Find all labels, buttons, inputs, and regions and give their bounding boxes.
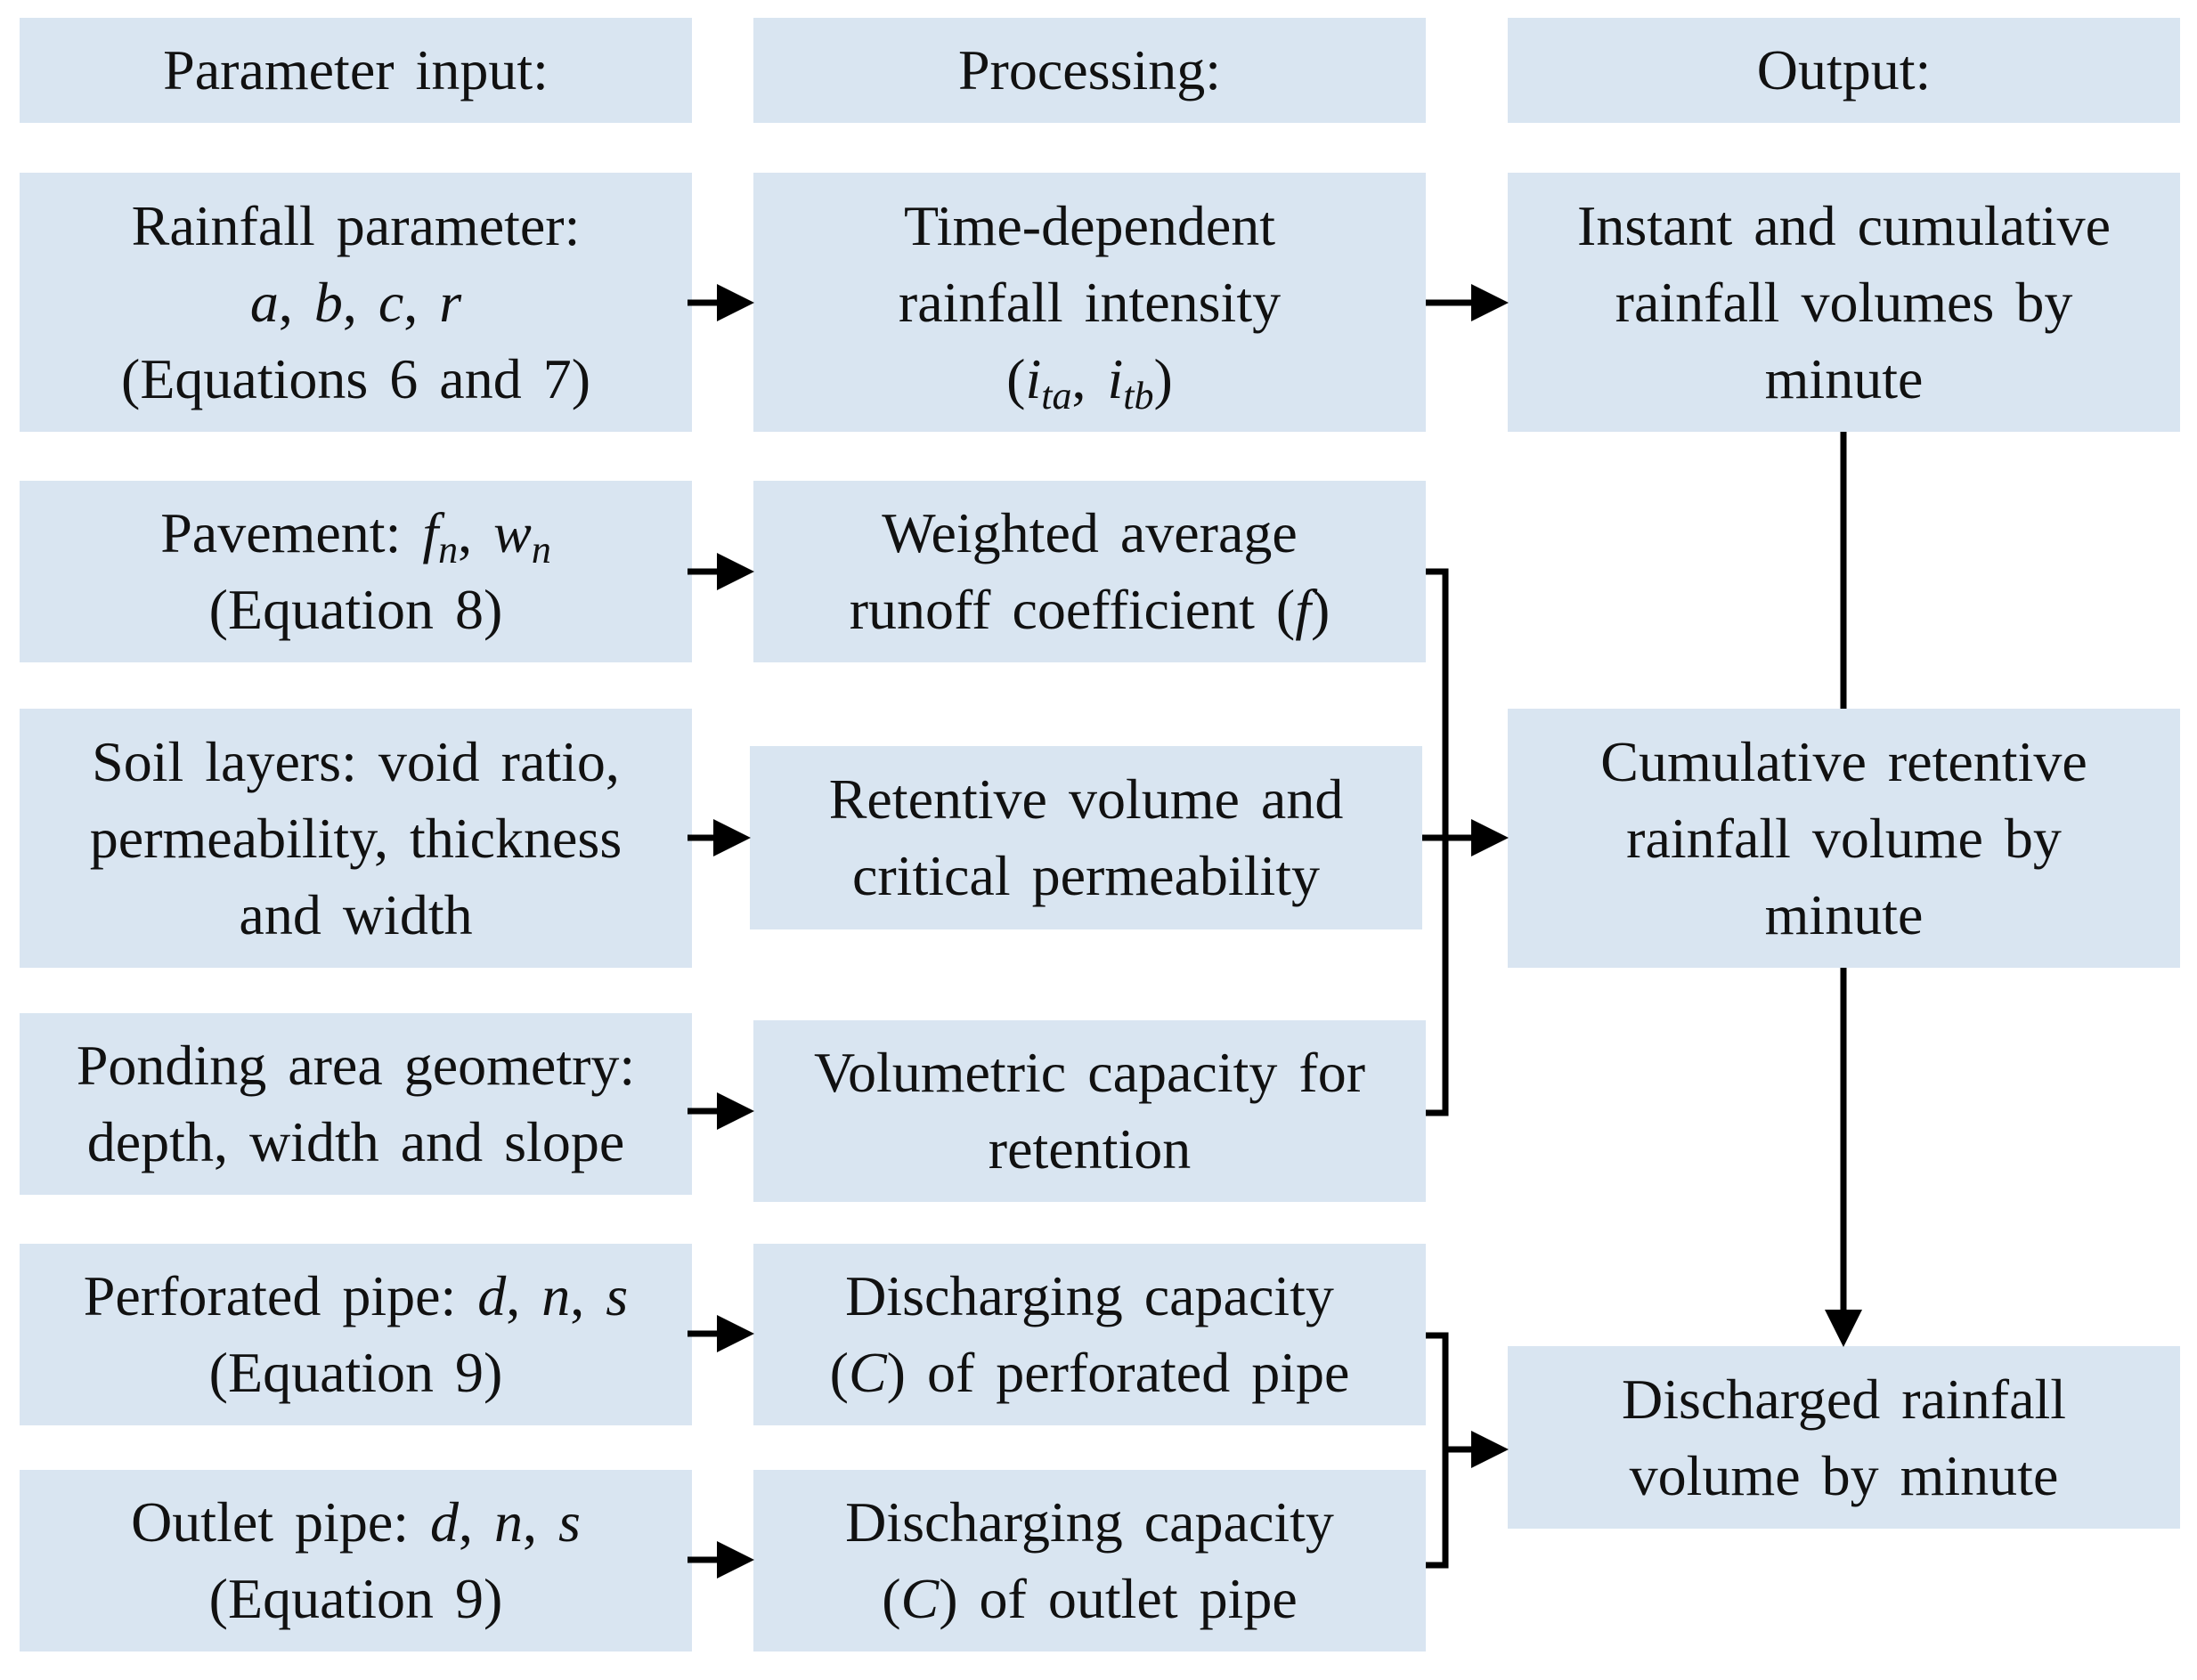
discharge-outlet-rest: of outlet pipe bbox=[979, 1567, 1298, 1630]
symbol-w: w bbox=[493, 501, 532, 564]
cumulative-line2: rainfall volume by bbox=[1626, 806, 2062, 870]
instant-line3: minute bbox=[1764, 346, 1924, 410]
runoff-line2-text: runoff coefficient ( bbox=[849, 578, 1296, 641]
param-n: n bbox=[541, 1264, 571, 1327]
rainfall-intensity-line2: rainfall intensity bbox=[898, 270, 1282, 334]
param-n: n bbox=[494, 1490, 524, 1554]
soil-layers-line3: and width bbox=[239, 882, 473, 946]
runoff-close-paren: ) bbox=[1311, 578, 1330, 641]
ponding-line2: depth, width and slope bbox=[86, 1110, 625, 1173]
retentive-line2: critical permeability bbox=[851, 844, 1321, 907]
param-s: s bbox=[558, 1490, 581, 1554]
output-instant-cumulative: Instant and cumulative rainfall volumes … bbox=[1508, 173, 2180, 432]
input-pavement: Pavement: fn, wn (Equation 8) bbox=[20, 481, 692, 662]
process-discharge-outlet: Discharging capacity (C) of outlet pipe bbox=[753, 1470, 1426, 1652]
rainfall-parameter-equations: (Equations 6 and 7) bbox=[121, 346, 590, 410]
param-b: b bbox=[313, 270, 343, 334]
param-d: d bbox=[430, 1490, 460, 1554]
cumulative-line3: minute bbox=[1764, 882, 1924, 946]
symbol-f: f bbox=[422, 501, 439, 564]
rainfall-intensity-line1: Time-dependent bbox=[903, 193, 1276, 257]
input-rainfall-parameter: Rainfall parameter: a, b, c, r (Equation… bbox=[20, 173, 692, 432]
header-processing-label: Processing: bbox=[957, 38, 1222, 101]
input-soil-layers: Soil layers: void ratio, permeability, t… bbox=[20, 709, 692, 968]
retentive-line1: Retentive volume and bbox=[828, 767, 1344, 831]
perforated-pipe-equation: (Equation 9) bbox=[208, 1341, 503, 1404]
volumetric-line1: Volumetric capacity for bbox=[813, 1041, 1366, 1104]
symbol-C: C bbox=[900, 1567, 940, 1630]
symbol-i-tb-subscript: tb bbox=[1123, 373, 1154, 418]
outlet-pipe-label: Outlet pipe: bbox=[131, 1490, 410, 1554]
discharged-line1: Discharged rainfall bbox=[1621, 1367, 2067, 1431]
symbol-i-ta-subscript: ta bbox=[1041, 373, 1072, 418]
process-rainfall-intensity: Time-dependent rainfall intensity (ita, … bbox=[753, 173, 1426, 432]
discharge-perforated-line2: (C) of perforated pipe bbox=[829, 1341, 1350, 1404]
pavement-equation: (Equation 8) bbox=[208, 578, 503, 641]
runoff-line1: Weighted average bbox=[882, 501, 1298, 564]
discharged-line2: volume by minute bbox=[1629, 1443, 2059, 1507]
pavement-label-line: Pavement: fn, wn bbox=[160, 501, 551, 572]
symbol-C: C bbox=[848, 1341, 887, 1404]
symbol-i-ta: i bbox=[1025, 346, 1042, 410]
header-output: Output: bbox=[1508, 18, 2180, 123]
header-output-label: Output: bbox=[1756, 38, 1932, 101]
discharge-outlet-line1: Discharging capacity bbox=[845, 1490, 1334, 1554]
bracket-discharge-group bbox=[1426, 1332, 1449, 1569]
perforated-pipe-label: Perforated pipe: bbox=[83, 1264, 457, 1327]
process-runoff-coefficient: Weighted average runoff coefficient (f) bbox=[753, 481, 1426, 662]
header-processing: Processing: bbox=[753, 18, 1426, 123]
instant-line1: Instant and cumulative bbox=[1577, 193, 2111, 257]
param-r: r bbox=[439, 270, 462, 334]
symbol-i-tb: i bbox=[1107, 346, 1124, 410]
output-cumulative-retentive: Cumulative retentive rainfall volume by … bbox=[1508, 709, 2180, 968]
rainfall-parameter-label: Rainfall parameter: bbox=[131, 193, 581, 257]
pavement-label: Pavement: bbox=[160, 501, 402, 564]
volumetric-line2: retention bbox=[988, 1117, 1192, 1181]
instant-line2: rainfall volumes by bbox=[1615, 270, 2073, 334]
symbol-f: f bbox=[1295, 578, 1311, 641]
process-retentive-volume: Retentive volume and critical permeabili… bbox=[750, 746, 1422, 929]
soil-layers-line2: permeability, thickness bbox=[89, 806, 622, 870]
input-outlet-pipe: Outlet pipe: d, n, s (Equation 9) bbox=[20, 1470, 692, 1652]
runoff-line2: runoff coefficient (f) bbox=[850, 572, 1330, 648]
outlet-pipe-label-line: Outlet pipe: d, n, s bbox=[131, 1490, 581, 1554]
param-s: s bbox=[606, 1264, 629, 1327]
output-discharged-volume: Discharged rainfall volume by minute bbox=[1508, 1346, 2180, 1529]
input-ponding-area: Ponding area geometry: depth, width and … bbox=[20, 1013, 692, 1195]
discharge-perforated-line1: Discharging capacity bbox=[845, 1264, 1334, 1327]
process-discharge-perforated: Discharging capacity (C) of perforated p… bbox=[753, 1244, 1426, 1425]
ponding-line1: Ponding area geometry: bbox=[76, 1034, 636, 1097]
param-c: c bbox=[378, 270, 404, 334]
bracket-retention-group bbox=[1426, 568, 1449, 1116]
discharge-perforated-rest: of perforated pipe bbox=[926, 1341, 1350, 1404]
rainfall-intensity-symbols: (ita, itb) bbox=[1006, 346, 1173, 418]
perforated-pipe-label-line: Perforated pipe: d, n, s bbox=[83, 1264, 629, 1327]
process-volumetric-capacity: Volumetric capacity for retention bbox=[753, 1020, 1426, 1202]
cumulative-line1: Cumulative retentive bbox=[1600, 729, 2087, 793]
header-parameter-input-label: Parameter input: bbox=[163, 38, 549, 101]
outlet-pipe-equation: (Equation 9) bbox=[208, 1567, 503, 1630]
header-parameter-input: Parameter input: bbox=[20, 18, 692, 123]
param-d: d bbox=[477, 1264, 507, 1327]
rainfall-parameter-symbols: a, b, c, r bbox=[249, 270, 462, 334]
input-perforated-pipe: Perforated pipe: d, n, s (Equation 9) bbox=[20, 1244, 692, 1425]
param-a: a bbox=[249, 270, 279, 334]
symbol-f-subscript: n bbox=[438, 528, 459, 572]
soil-layers-line1: Soil layers: void ratio, bbox=[92, 729, 620, 793]
discharge-outlet-line2: (C) of outlet pipe bbox=[882, 1567, 1298, 1630]
symbol-w-subscript: n bbox=[531, 528, 551, 572]
